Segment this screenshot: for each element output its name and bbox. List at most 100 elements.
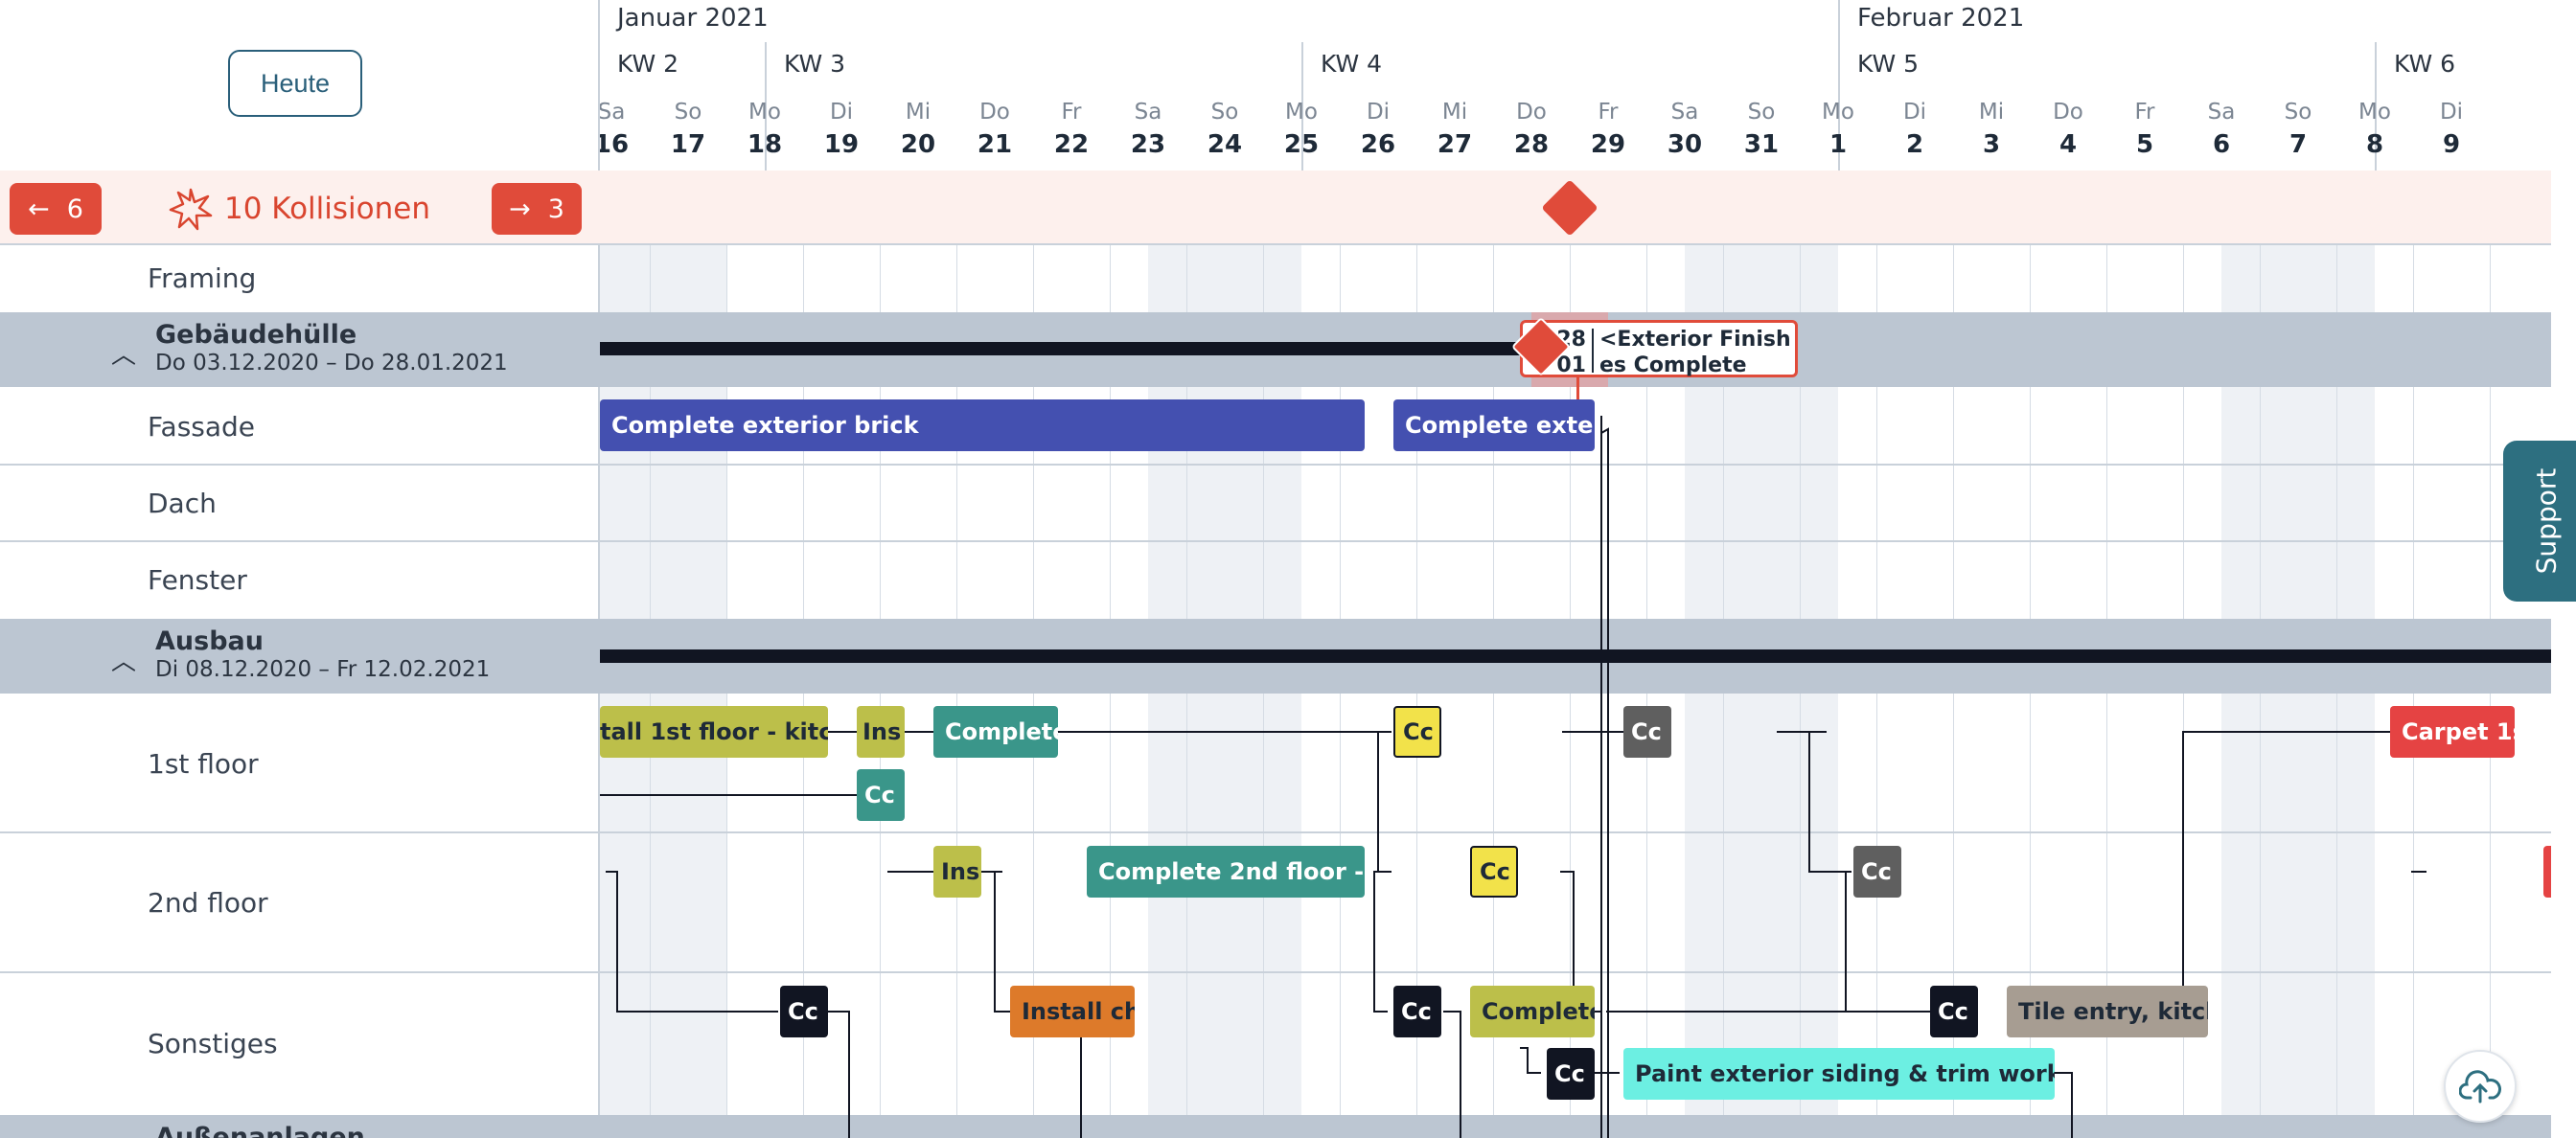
day-number: 30	[1667, 130, 1703, 159]
collision-summary[interactable]: 10 Kollisionen	[169, 182, 430, 236]
collision-burst-icon	[169, 188, 213, 231]
day-name: Mo	[1822, 100, 1854, 125]
chevron-up-icon[interactable]: ︿	[111, 341, 137, 370]
task-bar[interactable]	[2543, 846, 2551, 898]
task-bar[interactable]: Complete	[933, 706, 1058, 758]
day-name: Di	[1366, 100, 1391, 125]
day-name: Mi	[905, 100, 932, 125]
chevron-up-icon[interactable]: ︿	[111, 648, 137, 676]
day-number: 28	[1513, 130, 1550, 159]
day-name: Fr	[1598, 100, 1619, 125]
prev-collision-button[interactable]: ← 6	[10, 183, 102, 235]
day-name: Fr	[2134, 100, 2155, 125]
next-collision-button[interactable]: → 3	[492, 183, 582, 235]
group-row-aussenanlagen[interactable]: Außenanlagen	[0, 1115, 600, 1138]
task-bar[interactable]: Paint exterior siding & trim work	[1623, 1048, 2055, 1100]
day-name: Fr	[1061, 100, 1082, 125]
day-number: 20	[900, 130, 936, 159]
day-number: 6	[2212, 130, 2231, 159]
today-button[interactable]: Heute	[228, 50, 362, 117]
day-number: 17	[670, 130, 706, 159]
day-name: Di	[1902, 100, 1927, 125]
task-bar[interactable]: Complete	[1470, 986, 1595, 1037]
task-bar[interactable]: Tile entry, kitche	[2007, 986, 2208, 1037]
task-bar[interactable]: Cc	[1547, 1048, 1595, 1100]
week-label: KW 3	[784, 50, 846, 78]
week-label: KW 5	[1857, 50, 1920, 78]
day-number: 2	[1905, 130, 1924, 159]
week-label: KW 2	[617, 50, 679, 78]
task-bar[interactable]: Cc	[1393, 986, 1441, 1037]
task-bar[interactable]: Cc	[1853, 846, 1901, 898]
day-number: 4	[2058, 130, 2078, 159]
group-title: Ausbau	[155, 626, 264, 656]
day-name: Di	[2439, 100, 2464, 125]
day-number: 1	[1828, 130, 1848, 159]
support-label: Support	[2530, 467, 2563, 575]
day-name: Do	[979, 100, 1010, 125]
task-bar[interactable]: Ins	[857, 706, 905, 758]
day-name: Do	[2053, 100, 2083, 125]
month-label: Februar 2021	[1857, 4, 2025, 33]
day-number: 16	[600, 130, 630, 159]
day-number: 19	[823, 130, 860, 159]
arrow-left-icon: ←	[28, 193, 50, 224]
summary-bar[interactable]	[600, 649, 2551, 663]
day-name: Mo	[1285, 100, 1318, 125]
day-number: 7	[2288, 130, 2308, 159]
milestone-month: 01	[1556, 353, 1586, 377]
day-name: So	[1210, 100, 1239, 125]
group-row-gebaeudehuelle[interactable]: ︿ Gebäudehülle Do 03.12.2020 – Do 28.01.…	[0, 312, 600, 387]
timeline: Januar 2021 Februar 2021 KW 2 KW 3 KW 4 …	[600, 0, 2551, 1138]
task-bar[interactable]: Ins	[933, 846, 981, 898]
milestone-label-line1: <Exterior Finish	[1599, 328, 1791, 352]
task-bar[interactable]: Carpet 1s	[2390, 706, 2515, 758]
task-bar[interactable]: Cc	[780, 986, 828, 1037]
day-number: 24	[1207, 130, 1243, 159]
day-name: So	[1747, 100, 1776, 125]
summary-bar[interactable]	[600, 342, 1558, 355]
week-label: KW 4	[1321, 50, 1383, 78]
month-label: Januar 2021	[617, 4, 769, 33]
group-row-ausbau[interactable]: ︿ Ausbau Di 08.12.2020 – Fr 12.02.2021	[0, 619, 600, 694]
day-name: Sa	[2207, 100, 2236, 125]
day-name: Do	[1516, 100, 1547, 125]
dependency-lines	[600, 416, 2426, 1138]
task-bar[interactable]: Complete exterior brick	[600, 399, 1365, 451]
day-name: Mi	[1978, 100, 2005, 125]
task-bar[interactable]: Cc	[857, 769, 905, 821]
task-bar[interactable]: Install ch	[1010, 986, 1135, 1037]
task-bar[interactable]: Complete 2nd floor - h	[1087, 846, 1365, 898]
group-title: Außenanlagen	[155, 1123, 365, 1138]
day-number: 31	[1743, 130, 1780, 159]
row-label-fassade: Fassade	[148, 410, 256, 443]
next-collision-count: 3	[547, 193, 564, 224]
collision-count-label: 10 Kollisionen	[224, 192, 430, 226]
milestone-card[interactable]: 28 01 <Exterior Finish es Complete	[1520, 320, 1798, 377]
day-number: 23	[1130, 130, 1166, 159]
day-name: So	[674, 100, 702, 125]
task-bar[interactable]: Cc	[1470, 846, 1518, 898]
task-bar[interactable]: Complete exteri	[1393, 399, 1595, 451]
day-number: 25	[1283, 130, 1320, 159]
day-number: 9	[2442, 130, 2461, 159]
group-title: Gebäudehülle	[155, 320, 357, 350]
group-dates: Do 03.12.2020 – Do 28.01.2021	[155, 351, 508, 376]
cloud-upload-icon	[2459, 1070, 2501, 1104]
day-number: 27	[1437, 130, 1473, 159]
row-label-framing: Framing	[148, 262, 257, 294]
week-label: KW 6	[2394, 50, 2456, 78]
task-bar[interactable]: Cc	[1930, 986, 1978, 1037]
day-number: 29	[1590, 130, 1626, 159]
milestone-label-line2: es Complete	[1599, 353, 1747, 377]
day-number: 26	[1360, 130, 1396, 159]
day-name: Mo	[2358, 100, 2391, 125]
row-label-sonstiges: Sonstiges	[148, 1027, 278, 1059]
day-number: 21	[977, 130, 1013, 159]
support-tab[interactable]: Support	[2503, 441, 2576, 602]
row-label-1st-floor: 1st floor	[148, 747, 259, 780]
task-bar[interactable]: tall 1st floor - kitche	[600, 706, 828, 758]
task-bar[interactable]: Cc	[1393, 706, 1441, 758]
upload-button[interactable]	[2444, 1050, 2517, 1123]
task-bar[interactable]: Cc	[1623, 706, 1671, 758]
